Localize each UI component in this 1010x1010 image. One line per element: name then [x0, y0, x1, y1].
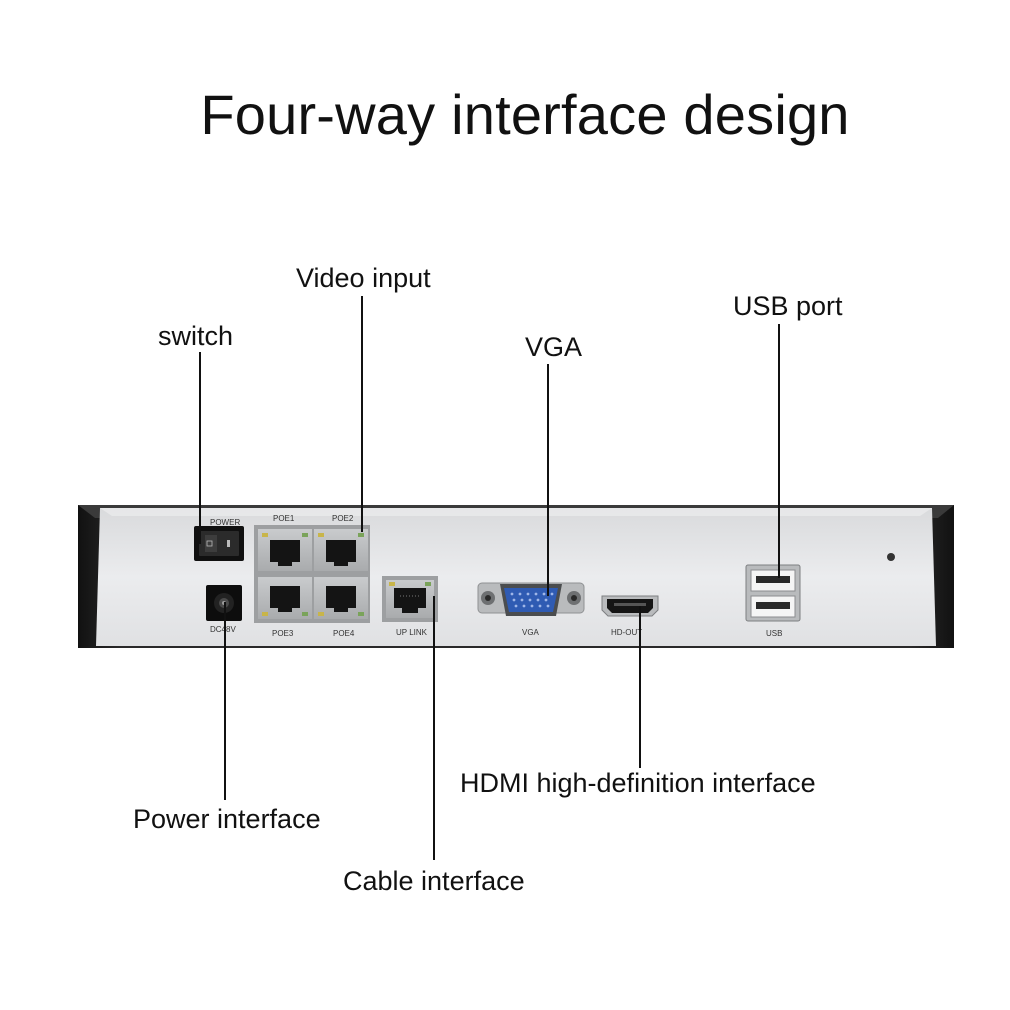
label-poe3: POE3	[272, 629, 294, 638]
label-usb: USB	[766, 629, 783, 638]
uplink-port	[382, 576, 438, 622]
label-poe2: POE2	[332, 514, 354, 523]
label-hdout: HD-OUT	[611, 628, 643, 637]
callout-power-interface: Power interface	[133, 804, 321, 834]
usb-ports	[745, 564, 801, 622]
leader-cable-interface	[433, 596, 435, 860]
power-switch	[194, 526, 244, 561]
leader-vga	[547, 364, 549, 596]
leader-video-input	[361, 296, 363, 532]
label-poe4: POE4	[333, 629, 355, 638]
callout-usb-port: USB port	[733, 291, 843, 321]
page-title: Four-way interface design	[200, 83, 850, 146]
label-uplink: UP LINK	[396, 628, 427, 637]
label-vga: VGA	[522, 628, 539, 637]
reset-hole	[887, 553, 895, 561]
label-poe1: POE1	[273, 514, 295, 523]
hdmi-port	[601, 595, 659, 617]
callout-vga: VGA	[525, 332, 583, 362]
leader-usb-port	[778, 324, 780, 578]
leader-power-interface	[224, 602, 226, 800]
leader-switch	[199, 352, 201, 544]
callout-switch: switch	[158, 321, 234, 351]
callout-video-input: Video input	[296, 263, 431, 293]
callout-cable-interface: Cable interface	[343, 866, 525, 896]
label-dc: DC48V	[210, 625, 236, 634]
poe-port-block	[254, 525, 370, 623]
vga-port	[477, 582, 585, 616]
leader-hdmi	[639, 606, 641, 768]
label-power: POWER	[210, 518, 241, 527]
callout-hdmi: HDMI high-definition interface	[460, 768, 816, 798]
